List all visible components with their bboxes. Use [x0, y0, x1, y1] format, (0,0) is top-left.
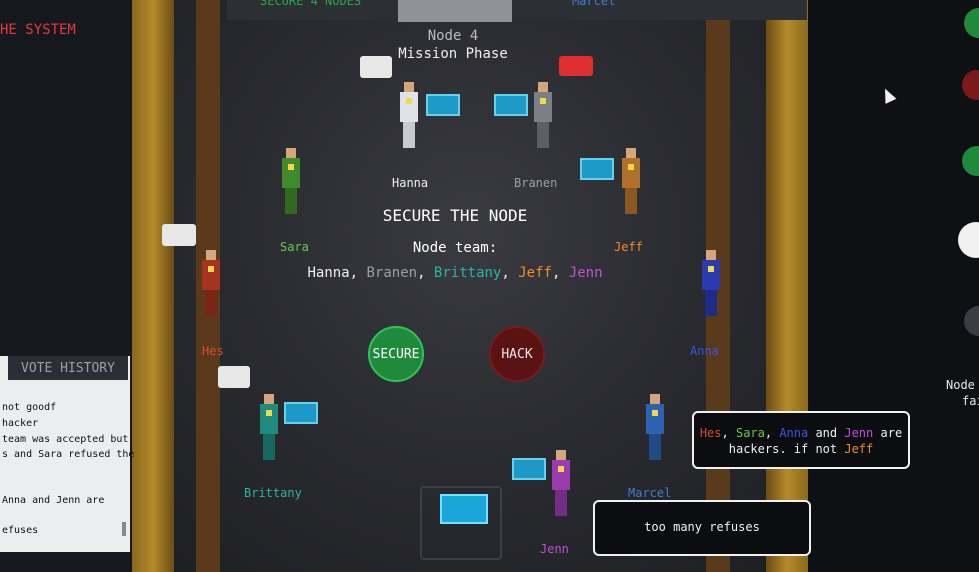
avatar[interactable]: [962, 146, 979, 176]
right-sidebar: [808, 0, 979, 572]
player-name-marcel: Marcel: [628, 486, 672, 500]
player-name-jenn: Jenn: [540, 542, 569, 556]
player-name-anna: Anna: [690, 344, 719, 358]
vote-history-panel: not goodf hacker team was accepted but s…: [0, 356, 134, 552]
terminal-icon: [284, 402, 318, 424]
team-member: Hanna: [307, 265, 350, 281]
chat-message: too many refuses: [593, 500, 811, 556]
chat-text: are: [873, 426, 903, 440]
chat-name: Jeff: [844, 442, 874, 456]
player-branen[interactable]: [534, 82, 552, 148]
tab-secure-nodes: SECURE 4 NODES: [260, 0, 362, 8]
vote-line: s and Sara refused the: [2, 449, 135, 460]
player-jenn[interactable]: [552, 450, 570, 516]
chat-text: hackers. if not: [728, 442, 845, 456]
phase-label: Mission Phase: [398, 46, 508, 62]
team-separator: ,: [551, 265, 569, 281]
player-name-hanna: Hanna: [392, 176, 429, 190]
right-wall: [766, 0, 808, 572]
terminal-icon: [580, 158, 614, 180]
avatar[interactable]: [964, 306, 979, 336]
node-team-label: Node team:: [412, 240, 498, 256]
game-room: [132, 0, 808, 572]
vote-history-title[interactable]: VOTE HISTORY: [8, 356, 128, 380]
vote-history-scrollbar[interactable]: [122, 522, 126, 536]
tab-center: [398, 0, 512, 22]
team-member: Branen: [366, 265, 418, 281]
tab-marcel: Marcel: [572, 0, 616, 8]
vote-line: not goodf: [2, 402, 57, 413]
player-marcel[interactable]: [646, 394, 664, 460]
chat-name: Sara: [735, 426, 765, 440]
team-separator: ,: [501, 265, 519, 281]
player-brittany[interactable]: [260, 394, 278, 460]
speech-bubble: [360, 56, 392, 78]
node-status-value: fail: [962, 394, 979, 408]
mission-heading: SECURE THE NODE: [382, 206, 528, 225]
chat-text: ,: [721, 426, 736, 440]
terminal-icon: [494, 94, 528, 116]
player-name-hes: Hes: [202, 344, 224, 358]
node-number: Node 4: [427, 28, 479, 44]
speech-bubble-red: [559, 56, 593, 76]
top-bar: [227, 0, 807, 20]
game-title: HE SYSTEM: [0, 22, 76, 38]
chat-text: and: [808, 426, 845, 440]
player-name-sara: Sara: [280, 240, 309, 254]
avatar[interactable]: [964, 8, 979, 38]
vote-line: team was accepted but: [2, 434, 129, 445]
node-terminal: [420, 486, 502, 560]
player-name-branen: Branen: [514, 176, 558, 190]
chat-name: Jenn: [844, 426, 874, 440]
player-name-jeff: Jeff: [614, 240, 643, 254]
player-anna[interactable]: [702, 250, 720, 316]
team-member: Jeff: [518, 265, 552, 281]
avatar[interactable]: [962, 70, 979, 100]
chat-text: ,: [764, 426, 780, 440]
node-team-list: Hanna, Branen, Brittany, Jeff, Jenn: [300, 265, 610, 281]
chat-message: Hes, Sara, Anna and Jenn are hackers. if…: [692, 411, 910, 469]
chat-name: Hes: [699, 426, 722, 440]
avatar[interactable]: [958, 222, 979, 258]
node-status-label: Node: [946, 378, 975, 392]
secure-button[interactable]: SECURE: [368, 326, 424, 382]
vote-line: Anna and Jenn are: [2, 495, 105, 506]
player-name-brittany: Brittany: [244, 486, 302, 500]
speech-bubble: [162, 224, 196, 246]
terminal-icon: [426, 94, 460, 116]
player-jeff[interactable]: [622, 148, 640, 214]
hack-button[interactable]: HACK: [489, 326, 545, 382]
vote-line: efuses: [2, 525, 39, 536]
player-hanna[interactable]: [400, 82, 418, 148]
player-sara[interactable]: [282, 148, 300, 214]
team-separator: ,: [349, 265, 367, 281]
team-member: Brittany: [433, 265, 502, 281]
speech-bubble: [218, 366, 250, 388]
left-wall: [132, 0, 174, 572]
terminal-icon: [512, 458, 546, 480]
terminal-screen-icon: [440, 494, 488, 524]
team-separator: ,: [417, 265, 434, 281]
player-hes[interactable]: [202, 250, 220, 316]
vote-line: hacker: [2, 418, 39, 429]
chat-name: Anna: [779, 426, 809, 440]
team-member: Jenn: [568, 265, 603, 281]
